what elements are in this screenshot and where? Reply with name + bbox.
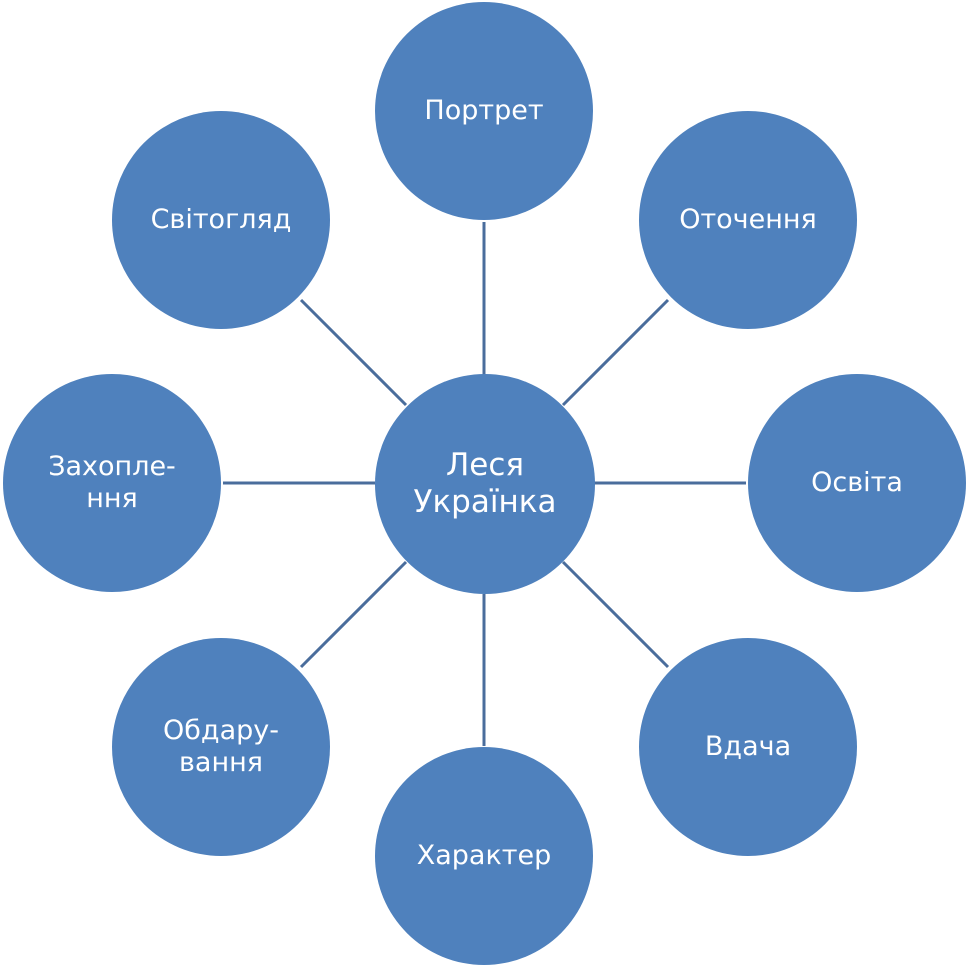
node-portret: Портрет (375, 2, 593, 220)
node-obdaruvannia: Обдару- вання (112, 638, 330, 856)
node-otochennia: Оточення (639, 111, 857, 329)
node-label: Захопле- ння (48, 450, 176, 514)
node-label: Світогляд (150, 203, 292, 235)
node-zakhoplennia: Захопле- ння (3, 374, 221, 592)
node-vdacha: Вдача (639, 638, 857, 856)
node-label: Вдача (704, 730, 792, 762)
node-label: Портрет (424, 94, 544, 126)
node-osvita: Освіта (748, 374, 966, 592)
node-label: Оточення (679, 203, 817, 235)
node-label: Характер (416, 839, 552, 871)
connector-obdaruvannia (299, 560, 408, 669)
center-node: Леся Українка (375, 374, 595, 594)
node-label: Обдару- вання (163, 714, 279, 778)
node-svitohliad: Світогляд (112, 111, 330, 329)
center-node-label: Леся Українка (413, 446, 557, 520)
connector-vdacha (561, 560, 670, 669)
connector-svitohliad (299, 298, 408, 407)
connector-otochennia (561, 298, 670, 407)
node-label: Освіта (811, 466, 903, 498)
node-kharakter: Характер (375, 747, 593, 965)
